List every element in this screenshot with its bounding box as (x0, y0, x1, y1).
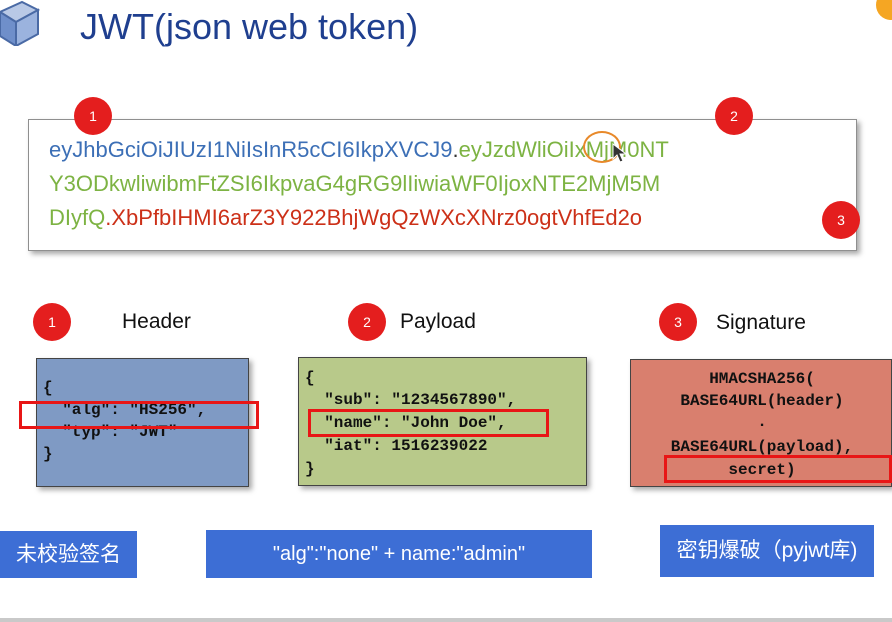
token-payload-part: eyJzdWliOiIxMjM0NT (458, 137, 669, 162)
code-line: } (43, 445, 53, 463)
token-dot: . (452, 137, 459, 162)
bottom-divider (0, 618, 892, 622)
code-line: { (43, 379, 53, 397)
header-section-label: Header (122, 310, 191, 333)
code-line: BASE64URL(header) (680, 392, 844, 410)
signature-section-badge: 3 (659, 303, 697, 341)
token-header-part: eyJhbGciOiJIUzI1NiIsInR5cCI6IkpXVCJ9 (49, 137, 453, 162)
page-title: JWT(json web token) (80, 6, 419, 47)
code-line: } (305, 460, 315, 478)
code-line: . (757, 413, 767, 431)
key-brute-force-button[interactable]: 密钥爆破（pyjwt库) (660, 525, 874, 577)
signature-number-badge: 3 (822, 201, 860, 239)
token-line-1: eyJhbGciOiJIUzI1NiIsInR5cCI6IkpXVCJ9.eyJ… (49, 136, 669, 164)
payload-section-badge: 2 (348, 303, 386, 341)
code-line: "alg": "HS256", (43, 401, 207, 419)
signature-section-label: Signature (716, 311, 806, 334)
header-section-badge: 1 (33, 303, 71, 341)
jwt-token-box: eyJhbGciOiJIUzI1NiIsInR5cCI6IkpXVCJ9.eyJ… (28, 119, 857, 251)
payload-number-badge: 2 (715, 97, 753, 135)
code-line: "name": "John Doe", (305, 414, 507, 432)
code-line: HMACSHA256( (709, 370, 815, 388)
code-line: { (305, 369, 315, 387)
payload-section-label: Payload (400, 310, 476, 333)
token-signature-part: XbPfbIHMI6arZ3Y922BhjWgQzWXcXNrz0ogtVhfE… (111, 205, 643, 230)
token-payload-part: DIyfQ (49, 205, 106, 230)
mouse-cursor-icon (612, 143, 628, 163)
signature-formula-box: HMACSHA256( BASE64URL(header) . BASE64UR… (630, 359, 892, 487)
name-highlight-box (308, 409, 549, 437)
code-line: "sub": "1234567890", (305, 391, 517, 409)
code-line: secret) (728, 461, 796, 479)
secret-highlight-box (664, 455, 892, 483)
cube-logo-icon (0, 0, 40, 46)
alg-none-button[interactable]: "alg":"none" + name:"admin" (206, 530, 592, 578)
unverified-signature-button[interactable]: 未校验签名 (0, 531, 137, 578)
token-payload-part: Y3ODkwliwibmFtZSI6IkpvaG4gRG9lIiwiaWF0Ij… (49, 171, 661, 196)
cursor-highlight-ring (583, 131, 621, 163)
record-indicator-icon (876, 0, 892, 20)
token-dot: . (105, 205, 112, 230)
payload-json-box: { "sub": "1234567890", "name": "John Doe… (298, 357, 587, 486)
alg-highlight-box (19, 401, 259, 429)
header-number-badge: 1 (74, 97, 112, 135)
code-line: BASE64URL(payload), (670, 438, 854, 456)
token-line-2: Y3ODkwliwibmFtZSI6IkpvaG4gRG9lIiwiaWF0Ij… (49, 170, 660, 198)
code-line: "iat": 1516239022 (305, 437, 488, 455)
token-line-3: DIyfQ.XbPfbIHMI6arZ3Y922BhjWgQzWXcXNrz0o… (49, 204, 642, 232)
